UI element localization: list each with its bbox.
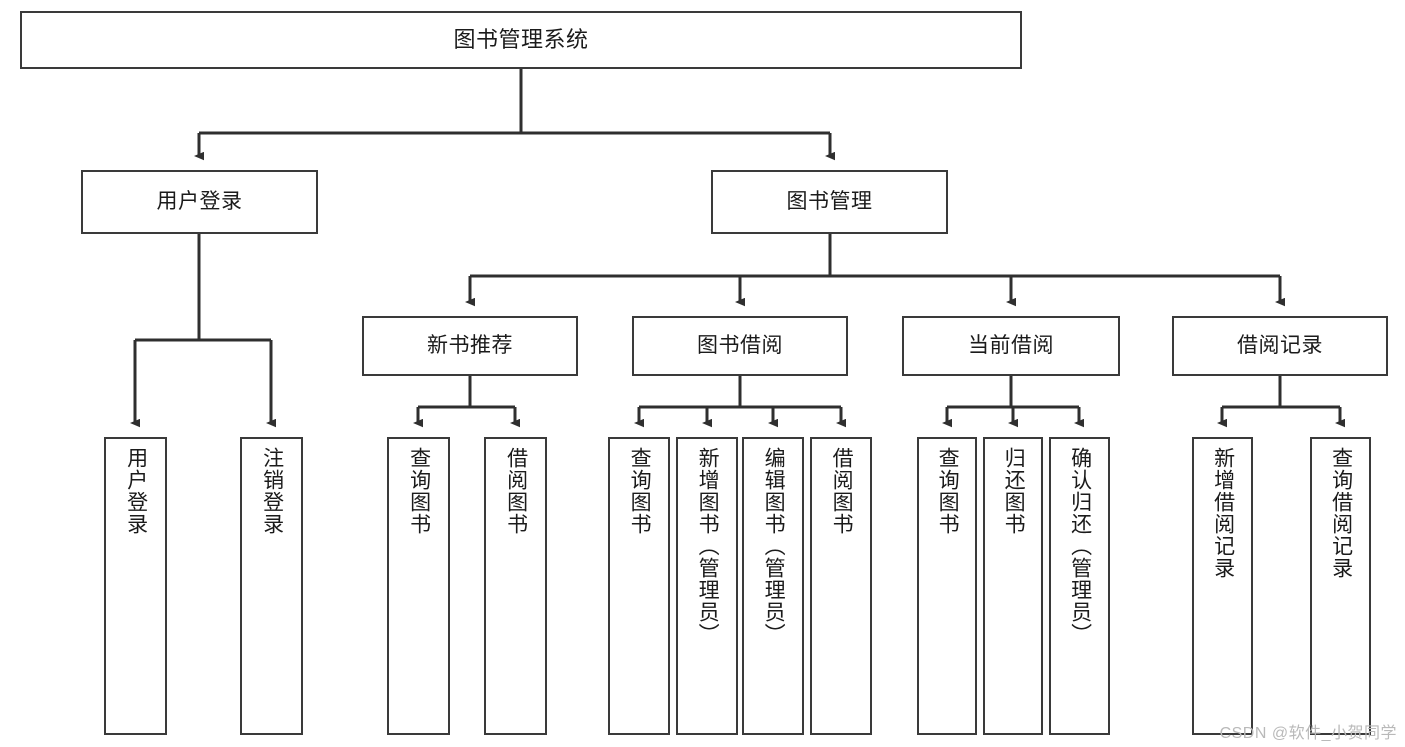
node-user-login-label: 用户登录 [156,190,243,214]
node-leaf-borrow-book-1[interactable]: 借阅图书 [484,437,547,735]
node-new-book-recommend[interactable]: 新书推荐 [362,316,578,376]
node-leaf-query-book-3[interactable]: 查询图书 [917,437,977,735]
node-leaf-query-record-label: 查询借阅记录 [1329,447,1353,579]
node-leaf-query-book-2[interactable]: 查询图书 [608,437,670,735]
node-current-borrow[interactable]: 当前借阅 [902,316,1120,376]
node-leaf-query-book-3-label: 查询图书 [936,447,960,535]
node-leaf-query-book-1-label: 查询图书 [407,447,431,535]
node-leaf-query-record[interactable]: 查询借阅记录 [1310,437,1371,735]
node-leaf-edit-book-label: 编辑图书（管理员） [762,447,786,645]
node-book-management-label: 图书管理 [786,190,873,214]
node-leaf-borrow-book-1-label: 借阅图书 [504,447,528,535]
node-leaf-confirm-return[interactable]: 确认归还（管理员） [1049,437,1110,735]
node-leaf-borrow-book-2[interactable]: 借阅图书 [810,437,872,735]
node-leaf-logout-login[interactable]: 注销登录 [240,437,303,735]
node-leaf-user-login[interactable]: 用户登录 [104,437,167,735]
node-leaf-edit-book[interactable]: 编辑图书（管理员） [742,437,804,735]
node-leaf-user-login-label: 用户登录 [124,447,148,535]
csdn-watermark: CSDN @软件_小贺同学 [1219,725,1397,742]
node-book-borrow-label: 图书借阅 [697,334,783,358]
node-leaf-query-book-1[interactable]: 查询图书 [387,437,450,735]
node-leaf-add-record[interactable]: 新增借阅记录 [1192,437,1253,735]
node-current-borrow-label: 当前借阅 [968,334,1054,358]
node-root-system[interactable]: 图书管理系统 [20,11,1022,69]
node-leaf-add-book[interactable]: 新增图书（管理员） [676,437,738,735]
node-book-management[interactable]: 图书管理 [711,170,948,234]
node-leaf-confirm-return-label: 确认归还（管理员） [1068,447,1092,645]
node-leaf-borrow-book-2-label: 借阅图书 [830,447,854,535]
node-root-label: 图书管理系统 [453,26,589,52]
node-leaf-return-book-label: 归还图书 [1002,447,1026,535]
node-leaf-query-book-2-label: 查询图书 [628,447,652,535]
node-borrow-record[interactable]: 借阅记录 [1172,316,1388,376]
node-user-login[interactable]: 用户登录 [81,170,318,234]
node-leaf-add-record-label: 新增借阅记录 [1211,447,1235,579]
node-new-book-recommend-label: 新书推荐 [427,334,513,358]
node-leaf-return-book[interactable]: 归还图书 [983,437,1043,735]
node-book-borrow[interactable]: 图书借阅 [632,316,848,376]
node-leaf-add-book-label: 新增图书（管理员） [696,447,720,645]
node-leaf-logout-login-label: 注销登录 [260,447,284,535]
node-borrow-record-label: 借阅记录 [1237,334,1323,358]
